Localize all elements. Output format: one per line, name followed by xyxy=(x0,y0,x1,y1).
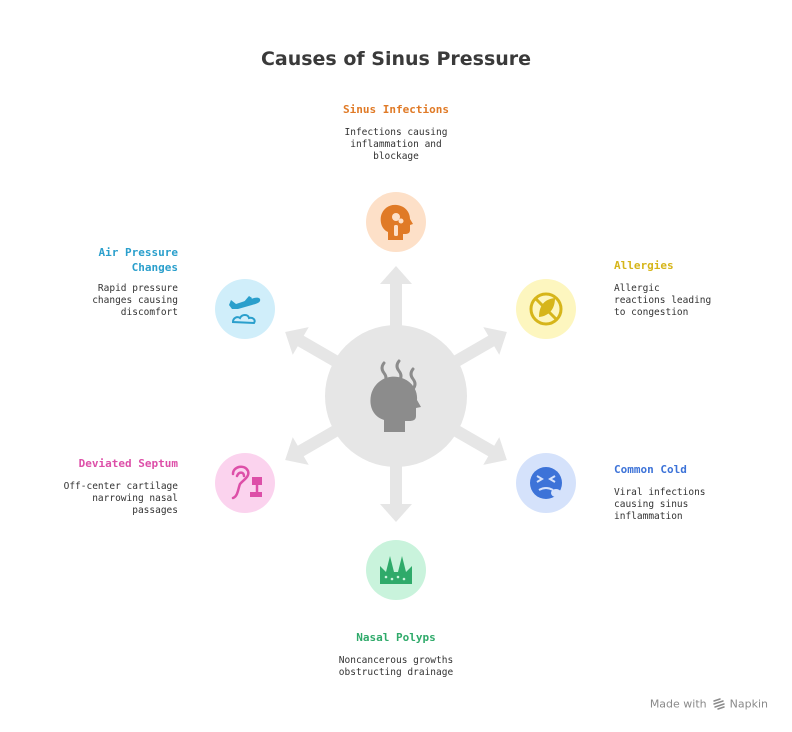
made-with-label: Made with xyxy=(649,697,707,711)
allergies-description: Allergic reactions leading to congestion xyxy=(614,283,712,318)
allergies-title: Allergies xyxy=(614,259,674,272)
common-cold-description: Viral infections causing sinus inflammat… xyxy=(614,487,706,522)
head-infection-icon xyxy=(380,204,413,240)
air-pressure-circle xyxy=(215,279,275,339)
napkin-brand-name: Napkin xyxy=(729,697,768,711)
nose-septum-icon xyxy=(231,465,262,500)
napkin-branding[interactable]: Made with Napkin xyxy=(650,697,768,711)
deviated-septum-circle xyxy=(215,453,275,513)
common-cold-title: Common Cold xyxy=(614,463,687,476)
sinus-infections-description: Infections causing inflammation and bloc… xyxy=(344,127,448,162)
nasal-polyps-title: Nasal Polyps xyxy=(356,631,436,644)
nasal-polyps-circle xyxy=(366,540,426,600)
growth-tissue-icon xyxy=(380,556,412,584)
no-leaf-icon xyxy=(529,292,563,326)
airplane-cloud-icon xyxy=(229,296,261,325)
deviated-septum-title: Deviated Septum xyxy=(78,457,178,470)
sinus-infections-title: Sinus Infections xyxy=(343,103,449,116)
nasal-polyps-description: Noncancerous growths obstructing drainag… xyxy=(338,655,454,678)
air-pressure-title: Air Pressure Changes xyxy=(98,246,178,274)
napkin-logo-icon xyxy=(713,698,725,710)
sneezing-face-icon xyxy=(530,467,562,499)
deviated-septum-description: Off-center cartilage narrowing nasal pas… xyxy=(63,481,178,516)
air-pressure-description: Rapid pressure changes causing discomfor… xyxy=(92,283,178,318)
head-steam-icon xyxy=(370,359,421,432)
page-title: Causes of Sinus Pressure xyxy=(260,48,532,70)
